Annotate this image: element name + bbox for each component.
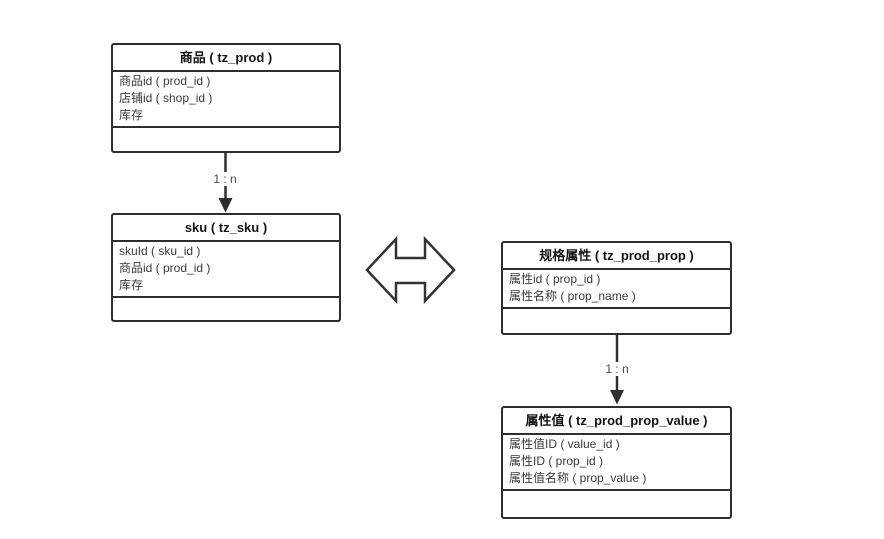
- cardinality-label-prod-sku: 1 : n: [210, 172, 240, 186]
- entity-fields-prod-prop-value: 属性值ID ( value_id ) 属性ID ( prop_id ) 属性值名…: [503, 435, 730, 491]
- entity-footer-prod-prop-value: [503, 491, 730, 517]
- entity-fields-prod: 商品id ( prod_id ) 店铺id ( shop_id ) 库存: [113, 72, 339, 128]
- entity-footer-sku: [113, 298, 339, 320]
- cardinality-label-prop-value: 1 : n: [602, 362, 632, 376]
- entity-footer-prod: [113, 128, 339, 151]
- field-row: 库存: [119, 108, 144, 122]
- field-row: 商品id ( prod_id ): [119, 261, 211, 275]
- field-row: 属性值ID ( value_id ): [509, 437, 620, 451]
- entity-fields-sku: skuId ( sku_id ) 商品id ( prod_id ) 库存: [113, 242, 339, 298]
- field-row: 店铺id ( shop_id ): [119, 91, 213, 105]
- double-arrow-icon: [365, 235, 456, 305]
- entity-footer-prod-prop: [503, 309, 730, 333]
- entity-table-prod-prop-value: 属性值 ( tz_prod_prop_value ) 属性值ID ( value…: [501, 406, 732, 519]
- entity-title-prod-prop-value: 属性值 ( tz_prod_prop_value ): [503, 408, 730, 435]
- field-row: 属性名称 ( prop_name ): [509, 289, 636, 303]
- entity-title-prod: 商品 ( tz_prod ): [113, 45, 339, 72]
- entity-title-prod-prop: 规格属性 ( tz_prod_prop ): [503, 243, 730, 270]
- entity-title-sku: sku ( tz_sku ): [113, 215, 339, 242]
- field-row: 商品id ( prod_id ): [119, 74, 211, 88]
- entity-table-prod-prop: 规格属性 ( tz_prod_prop ) 属性id ( prop_id ) 属…: [501, 241, 732, 335]
- field-row: 属性ID ( prop_id ): [509, 454, 604, 468]
- field-row: skuId ( sku_id ): [119, 244, 201, 258]
- entity-fields-prod-prop: 属性id ( prop_id ) 属性名称 ( prop_name ): [503, 270, 730, 309]
- entity-table-sku: sku ( tz_sku ) skuId ( sku_id ) 商品id ( p…: [111, 213, 341, 322]
- entity-table-prod: 商品 ( tz_prod ) 商品id ( prod_id ) 店铺id ( s…: [111, 43, 341, 153]
- field-row: 属性id ( prop_id ): [509, 272, 601, 286]
- arrowhead-down-icon: [610, 390, 624, 405]
- field-row: 属性值名称 ( prop_value ): [509, 471, 647, 485]
- field-row: 库存: [119, 278, 144, 292]
- arrowhead-down-icon: [218, 198, 233, 213]
